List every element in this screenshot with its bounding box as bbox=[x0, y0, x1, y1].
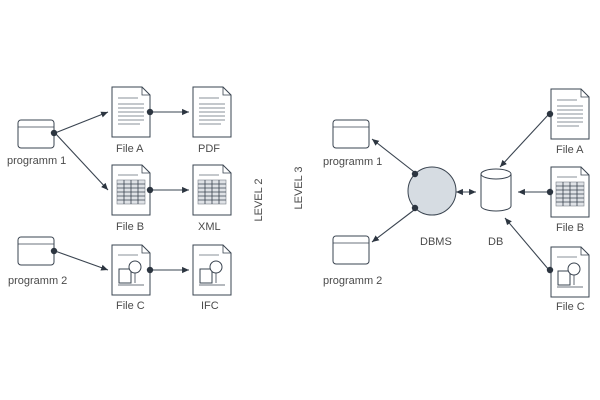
connector-dot bbox=[146, 108, 154, 116]
program-2-label: programm 2 bbox=[8, 275, 67, 287]
xml-label: XML bbox=[198, 221, 221, 233]
file-a-document-icon bbox=[111, 86, 151, 138]
ifc-label: IFC bbox=[201, 300, 219, 312]
program-1-icon bbox=[332, 119, 370, 149]
database-cylinder-icon bbox=[480, 168, 512, 212]
file-c-label: File C bbox=[556, 301, 585, 313]
connector-dot bbox=[546, 266, 554, 274]
connector-dot bbox=[146, 266, 154, 274]
program-2-icon bbox=[332, 235, 370, 265]
db-label: DB bbox=[488, 236, 503, 248]
level-3-label: LEVEL 3 bbox=[293, 166, 305, 209]
file-a-document-icon bbox=[550, 88, 590, 140]
left-diagram: programm 1 programm 2 File A File B File… bbox=[7, 86, 232, 312]
file-a-label: File A bbox=[556, 144, 584, 156]
edge-program1-fileB bbox=[54, 132, 109, 191]
connector-dot bbox=[411, 170, 419, 178]
file-c-model-icon bbox=[550, 246, 590, 298]
file-c-model-icon bbox=[111, 244, 151, 296]
connector-dot bbox=[146, 186, 154, 194]
program-1-label: programm 1 bbox=[7, 155, 66, 167]
xml-spreadsheet-icon bbox=[192, 164, 232, 216]
edge-fileC-db bbox=[504, 217, 550, 271]
pdf-document-icon bbox=[192, 86, 232, 138]
dbms-circle bbox=[407, 166, 457, 216]
connector-dot bbox=[546, 110, 554, 118]
program-2-icon bbox=[17, 236, 55, 266]
program-1-label: programm 1 bbox=[323, 156, 382, 168]
right-diagram: programm 1 programm 2 DBMS DB File A Fil… bbox=[323, 88, 590, 313]
file-b-label: File B bbox=[556, 222, 584, 234]
file-b-spreadsheet-icon bbox=[111, 164, 151, 216]
dbms-label: DBMS bbox=[420, 236, 452, 248]
connector-dot bbox=[50, 247, 58, 255]
program-1-icon bbox=[17, 119, 55, 149]
connector-dot bbox=[411, 204, 419, 212]
file-c-label: File C bbox=[116, 300, 145, 312]
edge-program2-fileC bbox=[54, 250, 109, 271]
edge-program1-fileA bbox=[54, 111, 109, 134]
connector-dot bbox=[546, 188, 554, 196]
edge-fileA-db bbox=[499, 113, 550, 168]
edge-dbms-program2 bbox=[371, 206, 419, 243]
file-b-spreadsheet-icon bbox=[550, 166, 590, 218]
edge-dbms-program1 bbox=[371, 138, 419, 176]
program-2-label: programm 2 bbox=[323, 275, 382, 287]
ifc-model-icon bbox=[192, 244, 232, 296]
file-b-label: File B bbox=[116, 221, 144, 233]
connector-dot bbox=[50, 129, 58, 137]
level-2-label: LEVEL 2 bbox=[253, 178, 265, 221]
pdf-label: PDF bbox=[198, 143, 220, 155]
file-a-label: File A bbox=[116, 143, 144, 155]
